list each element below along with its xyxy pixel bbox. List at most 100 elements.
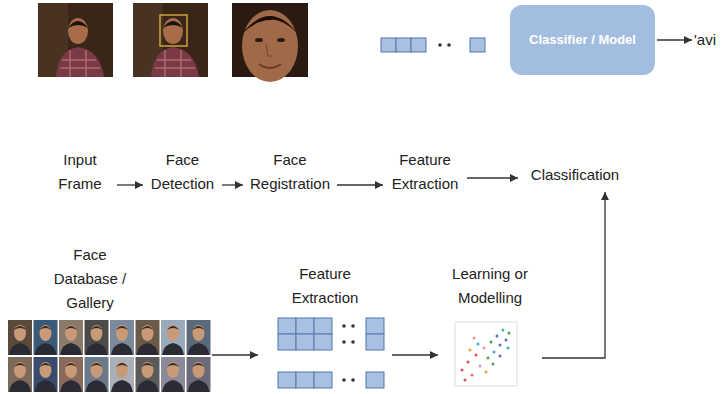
scatter-plot xyxy=(496,335,499,338)
step-text: Input Frame xyxy=(45,148,115,196)
scatter-plot xyxy=(508,332,511,335)
gallery-photos xyxy=(34,320,58,355)
gallery-photos xyxy=(161,357,185,392)
face-registration-photo xyxy=(277,38,285,42)
gallery-photos xyxy=(9,362,31,392)
scatter-plot xyxy=(455,322,517,386)
feature-grid xyxy=(314,318,332,334)
gallery-photos xyxy=(137,325,159,355)
gallery-photos xyxy=(59,357,83,392)
feature-vector xyxy=(396,38,411,52)
face-registration-photo xyxy=(232,3,308,82)
output-label: 'avi xyxy=(694,28,716,54)
flow-arrow xyxy=(212,354,258,355)
input-frame-photo xyxy=(38,3,113,77)
scatter-plot xyxy=(467,361,470,364)
scatter-plot xyxy=(461,369,464,372)
scatter-plot xyxy=(475,354,478,357)
flow-arrow xyxy=(542,192,605,358)
gallery-photos xyxy=(162,325,184,355)
gallery-photos xyxy=(136,357,160,392)
scatter-plot xyxy=(479,365,482,368)
gallery-photos xyxy=(110,357,134,392)
gallery-photos xyxy=(8,357,32,392)
feature-group: Feature Extraction xyxy=(260,262,390,390)
feature-vector xyxy=(381,38,485,52)
detection-box xyxy=(160,15,187,46)
feature-vector xyxy=(411,38,426,52)
feature-vector xyxy=(381,38,396,52)
scatter-plot xyxy=(483,347,486,350)
feature-grid xyxy=(351,340,355,344)
feature-grid xyxy=(351,324,355,328)
scatter-plot xyxy=(485,371,488,374)
step-text: Face Detection xyxy=(145,148,220,196)
feature-grid xyxy=(296,318,314,334)
scatter-plot xyxy=(507,347,510,350)
gallery-photos xyxy=(35,362,57,392)
feature-grid xyxy=(366,334,384,350)
step-text: Feature Extraction xyxy=(385,148,465,196)
feature-grid xyxy=(342,340,346,344)
scatter-plot xyxy=(499,355,502,358)
feature-grid xyxy=(278,372,296,388)
gallery-photos xyxy=(137,362,159,392)
gallery-photos xyxy=(136,320,160,355)
scatter-plot xyxy=(455,322,517,386)
feature-vector xyxy=(470,38,485,52)
flow-arrow xyxy=(337,184,383,185)
gallery-photos xyxy=(35,325,57,355)
gallery-photos xyxy=(86,325,108,355)
gallery-photos xyxy=(85,357,109,392)
gallery-photos xyxy=(8,320,32,355)
step-text: Feature Extraction xyxy=(283,262,368,310)
model-label: Classifier / Model xyxy=(529,31,636,49)
feature-grid xyxy=(314,334,332,350)
scatter-plot xyxy=(487,357,490,360)
flow-arrow xyxy=(657,39,692,40)
model-box: Classifier / Model xyxy=(510,5,655,75)
gallery-photos xyxy=(188,362,210,392)
feature-grid xyxy=(296,372,314,388)
feature-vector xyxy=(438,43,442,47)
gallery-photos xyxy=(85,320,109,355)
flow-arrow xyxy=(467,177,518,178)
feature-grid xyxy=(351,378,355,382)
scatter-plot xyxy=(469,349,472,352)
input-frame-photo xyxy=(68,21,88,28)
scatter-plot xyxy=(464,379,467,382)
feature-grid xyxy=(278,318,384,388)
scatter-plot xyxy=(490,341,493,344)
gallery-photos xyxy=(34,357,58,392)
input-frame-photo xyxy=(60,50,100,77)
step-label: Face Registration xyxy=(245,148,335,198)
feature-grid xyxy=(296,334,314,350)
face-registration-photo xyxy=(266,44,273,56)
face-detection-photo xyxy=(133,3,208,77)
feature-vector xyxy=(447,43,451,47)
gallery-photos xyxy=(59,320,83,355)
step-label: Feature Extraction xyxy=(385,148,465,198)
step-text: Face Registration xyxy=(245,148,335,196)
feature-grid xyxy=(342,378,346,382)
scatter-plot xyxy=(461,329,511,382)
gallery-photos xyxy=(86,362,108,392)
feature-grid xyxy=(342,324,346,328)
feature-grid xyxy=(366,372,384,388)
step-text: Face Database / Gallery xyxy=(45,243,135,315)
gallery-group: Face Database / Gallery xyxy=(10,243,210,391)
gallery-photos xyxy=(161,320,185,355)
gallery-photos xyxy=(187,357,211,392)
gallery-photos xyxy=(60,362,82,392)
gallery-photos xyxy=(8,320,211,392)
scatter-plot xyxy=(471,374,474,377)
flow-arrow xyxy=(392,354,438,355)
input-frame-photo xyxy=(56,47,104,77)
gallery-photos xyxy=(60,325,82,355)
flow-arrow xyxy=(117,184,143,185)
face-registration-photo xyxy=(255,38,263,42)
face-registration-photo xyxy=(242,10,298,82)
feature-grid xyxy=(314,372,332,388)
step-label: Input Frame xyxy=(45,148,115,198)
scatter-plot xyxy=(492,363,495,366)
